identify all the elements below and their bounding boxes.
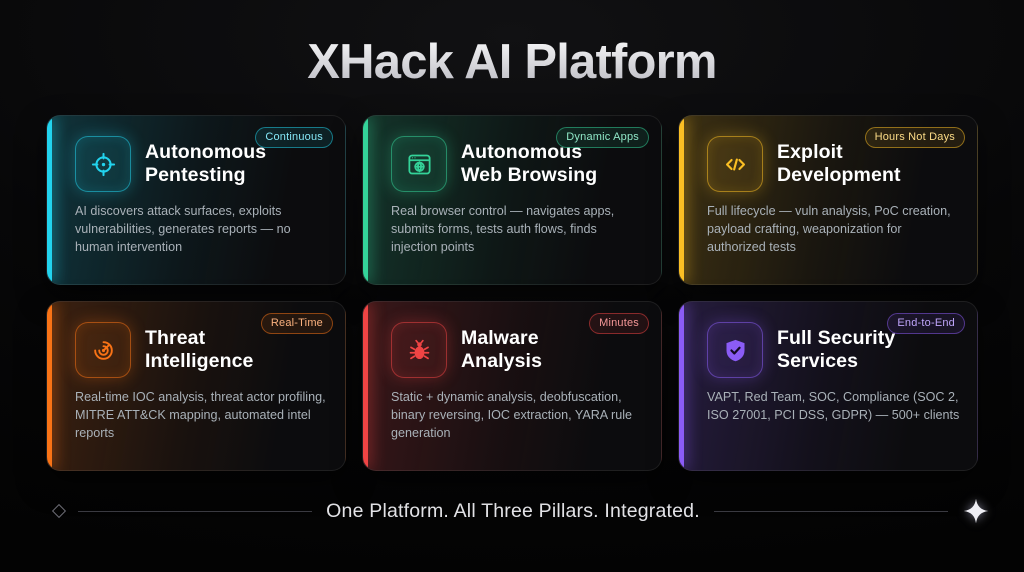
card-title: Autonomous Pentesting (145, 141, 267, 186)
card-full-security-services: End-to-End Full Security Services VAPT, … (678, 301, 978, 471)
card-badge: Continuous (255, 127, 333, 148)
footer-divider-line (713, 510, 949, 512)
card-description: VAPT, Red Team, SOC, Compliance (SOC 2, … (707, 390, 960, 422)
card-autonomous-pentesting: Continuous Autonomous Pentesting AI disc… (46, 115, 346, 285)
card-header: Autonomous Pentesting (75, 136, 331, 192)
card-badge: Minutes (589, 313, 649, 334)
card-description: AI discovers attack surfaces, exploits v… (75, 204, 291, 254)
card-threat-intelligence: Real-Time Threat Intelligence Real-time … (46, 301, 346, 471)
browser-globe-icon (391, 136, 447, 192)
feature-card-grid: Continuous Autonomous Pentesting AI disc… (46, 115, 978, 471)
card-header: Threat Intelligence (75, 322, 331, 378)
card-description: Full lifecycle — vuln analysis, PoC crea… (707, 204, 951, 254)
card-title: Threat Intelligence (145, 327, 254, 372)
card-accent-bar (363, 116, 368, 284)
card-exploit-development: Hours Not Days Exploit Development Full … (678, 115, 978, 285)
card-title: Full Security Services (777, 327, 896, 372)
code-brackets-icon (707, 136, 763, 192)
four-point-sparkle-icon (962, 497, 990, 525)
crosshair-target-icon (75, 136, 131, 192)
radar-spiral-icon (75, 322, 131, 378)
card-header: Autonomous Web Browsing (391, 136, 647, 192)
card-description: Real browser control — navigates apps, s… (391, 204, 615, 254)
card-badge: Hours Not Days (864, 127, 965, 148)
card-accent-bar (47, 302, 52, 470)
card-title: Exploit Development (777, 141, 901, 186)
card-accent-bar (47, 116, 52, 284)
card-badge: Dynamic Apps (556, 127, 649, 148)
card-badge: End-to-End (887, 313, 965, 334)
shield-check-icon (707, 322, 763, 378)
footer-divider-line (78, 510, 313, 512)
card-header: Exploit Development (707, 136, 963, 192)
card-accent-bar (679, 116, 684, 284)
footer-tagline: One Platform. All Three Pillars. Integra… (326, 499, 700, 522)
card-description: Static + dynamic analysis, deobfuscation… (391, 390, 633, 440)
card-autonomous-web-browsing: Dynamic Apps Autonomous Web Browsing Rea… (362, 115, 662, 285)
card-accent-bar (363, 302, 368, 470)
card-description: Real-time IOC analysis, threat actor pro… (75, 390, 326, 440)
card-header: Full Security Services (707, 322, 963, 378)
card-title: Malware Analysis (461, 327, 543, 372)
bug-icon (391, 322, 447, 378)
card-header: Malware Analysis (391, 322, 647, 378)
card-badge: Real-Time (260, 313, 333, 334)
footer: One Platform. All Three Pillars. Integra… (51, 497, 990, 525)
card-accent-bar (679, 302, 684, 470)
card-title: Autonomous Web Browsing (461, 141, 598, 186)
page-title: XHack AI Platform (0, 0, 1024, 90)
diamond-outline-icon (51, 503, 67, 519)
card-malware-analysis: Minutes Malware (362, 301, 662, 471)
